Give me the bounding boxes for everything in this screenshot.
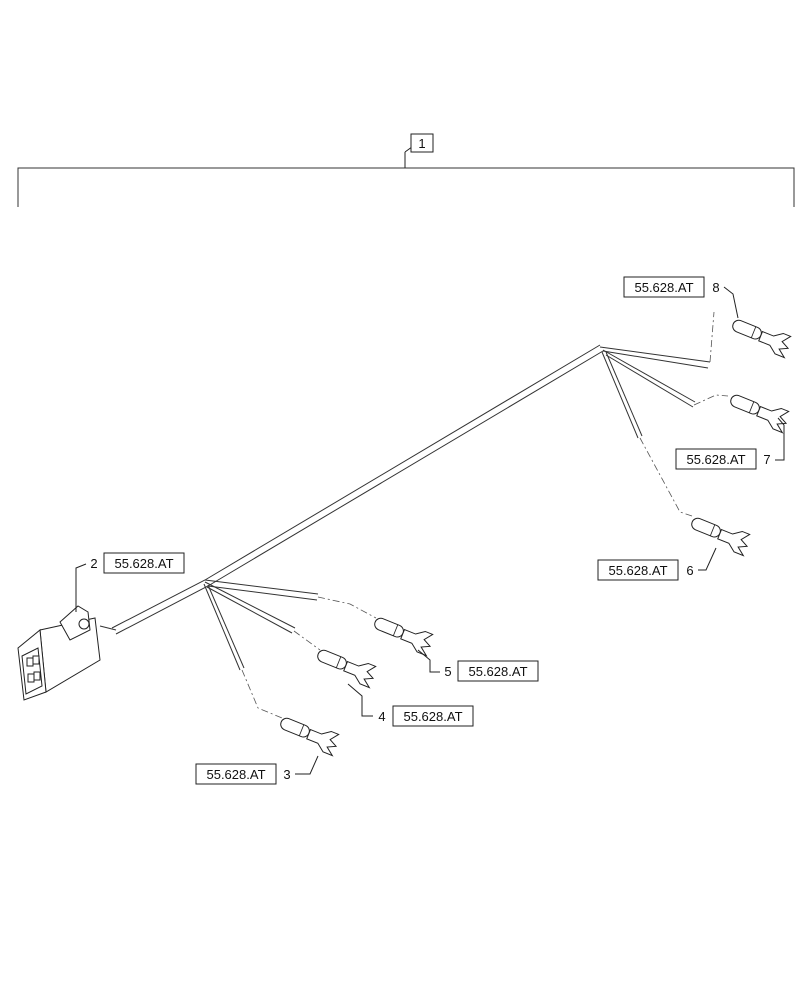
callout-7: 55.628.AT 7 [675, 417, 785, 470]
callout-5-ref: 55.628.AT [468, 664, 527, 679]
callout-3-ref: 55.628.AT [206, 767, 265, 782]
callout-6: 55.628.AT 6 [597, 547, 717, 581]
fork-terminal-6 [687, 512, 753, 557]
callout-7-number: 7 [763, 452, 770, 467]
fork-terminal-7 [726, 389, 792, 434]
harness-trunk [111, 344, 604, 635]
fork-terminal-3 [276, 712, 342, 757]
callout-8-number: 8 [712, 280, 719, 295]
fork-terminal-5 [370, 612, 436, 657]
callout-8: 55.628.AT 8 [623, 276, 739, 319]
callout-2-number: 2 [90, 556, 97, 571]
callout-6-number: 6 [686, 563, 693, 578]
callout-2-ref: 55.628.AT [114, 556, 173, 571]
assembly-bracket: 1 [17, 133, 795, 207]
branch-right [599, 311, 729, 517]
callout-4-ref: 55.628.AT [403, 709, 462, 724]
fork-terminal-8 [728, 314, 794, 359]
connector-housing [17, 605, 117, 701]
branch-left [203, 579, 377, 719]
fork-terminal-4 [313, 644, 379, 689]
callout-3-number: 3 [283, 767, 290, 782]
callout-5-number: 5 [444, 664, 451, 679]
callout-4: 4 55.628.AT [347, 683, 474, 727]
callout-8-ref: 55.628.AT [634, 280, 693, 295]
callout-2: 2 55.628.AT [75, 552, 185, 612]
callout-6-ref: 55.628.AT [608, 563, 667, 578]
assembly-callout-1: 1 [418, 136, 425, 151]
callout-5: 5 55.628.AT [417, 649, 539, 682]
callout-3: 55.628.AT 3 [195, 755, 319, 785]
callout-7-ref: 55.628.AT [686, 452, 745, 467]
callout-4-number: 4 [378, 709, 385, 724]
